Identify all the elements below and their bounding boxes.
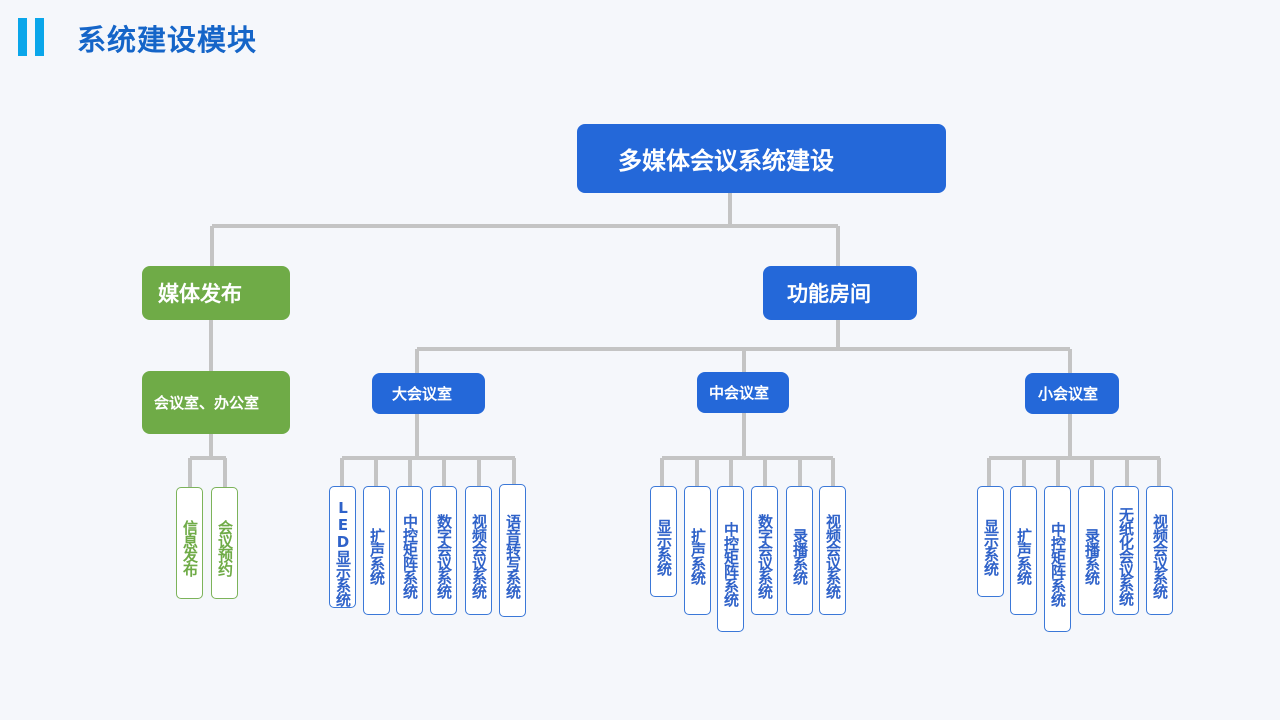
system-item[interactable]: 中控矩阵系统 bbox=[396, 486, 423, 615]
room-node-small[interactable]: 小会议室 bbox=[1025, 373, 1119, 414]
system-item[interactable]: 视频会议系统 bbox=[1146, 486, 1173, 615]
title-bar-icon bbox=[18, 18, 27, 56]
system-item[interactable]: 数字会议系统 bbox=[751, 486, 778, 615]
system-item[interactable]: 扩声系统 bbox=[363, 486, 390, 615]
system-item[interactable]: 扩声系统 bbox=[1010, 486, 1037, 615]
connector-root bbox=[210, 193, 840, 268]
room-node-medium[interactable]: 中会议室 bbox=[697, 372, 789, 413]
system-item[interactable]: 录播系统 bbox=[1078, 486, 1105, 615]
title-bar-icon bbox=[35, 18, 44, 56]
system-item[interactable]: 视频会议系统 bbox=[819, 486, 846, 615]
system-item[interactable]: 数字会议系统 bbox=[430, 486, 457, 615]
system-item[interactable]: 中控矩阵系统 bbox=[717, 486, 744, 632]
system-item[interactable]: 中控矩阵系统 bbox=[1044, 486, 1071, 632]
connector-medium bbox=[660, 413, 835, 488]
page-title: 系统建设模块 bbox=[77, 23, 258, 57]
system-item[interactable]: 显示系统 bbox=[977, 486, 1004, 597]
room-node-large[interactable]: 大会议室 bbox=[372, 373, 485, 414]
function-node[interactable]: 功能房间 bbox=[763, 266, 917, 320]
connector-media bbox=[188, 318, 227, 488]
media-room-node[interactable]: 会议室、办公室 bbox=[142, 371, 290, 434]
connector-large bbox=[340, 414, 516, 488]
media-item[interactable]: 会议预约 bbox=[211, 487, 238, 599]
connector-small bbox=[987, 414, 1161, 488]
system-item[interactable]: 扩声系统 bbox=[684, 486, 711, 615]
media-node[interactable]: 媒体发布 bbox=[142, 266, 290, 320]
system-item[interactable]: LED显示系统 bbox=[329, 486, 356, 608]
system-item[interactable]: 无纸化会议系统 bbox=[1112, 486, 1139, 615]
root-node[interactable]: 多媒体会议系统建设 bbox=[577, 124, 946, 193]
system-item[interactable]: 显示系统 bbox=[650, 486, 677, 597]
connector-function bbox=[415, 320, 1072, 375]
media-item[interactable]: 信息发布 bbox=[176, 487, 203, 599]
system-item[interactable]: 视频会议系统 bbox=[465, 486, 492, 615]
system-item[interactable]: 语音转写系统 bbox=[499, 484, 526, 617]
system-item[interactable]: 录播系统 bbox=[786, 486, 813, 615]
